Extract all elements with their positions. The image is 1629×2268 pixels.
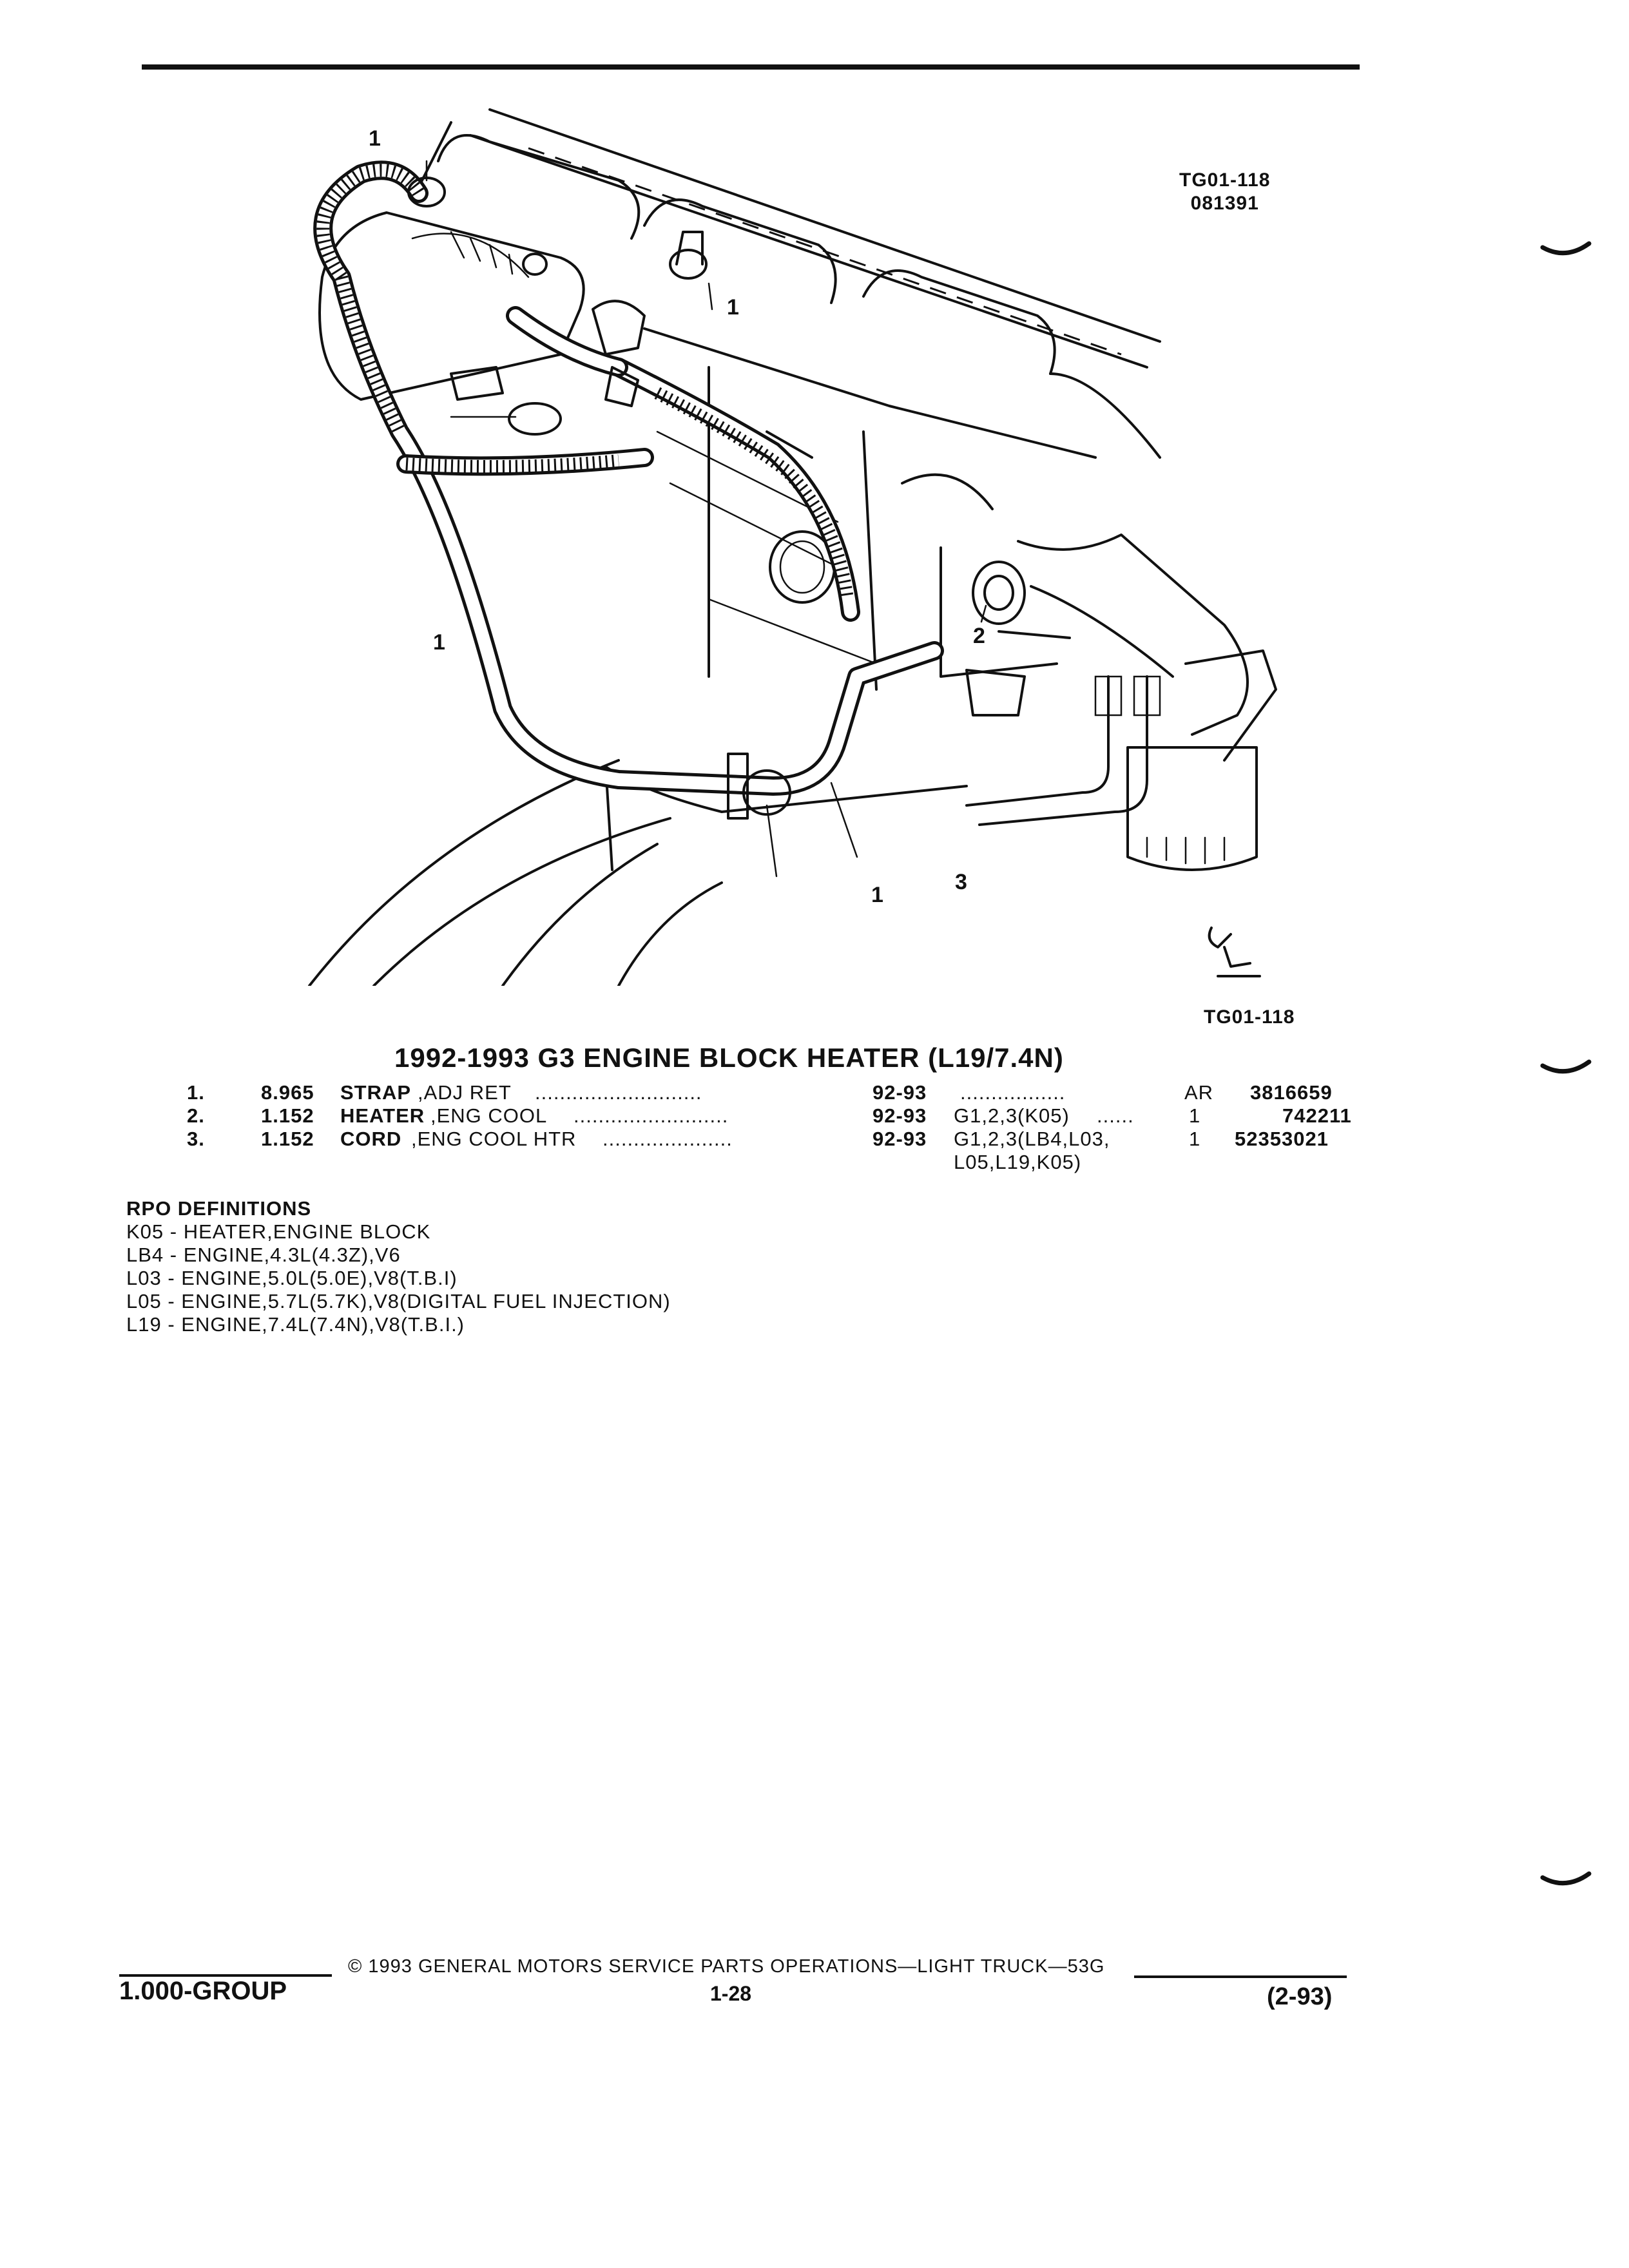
item-code: 1.152 bbox=[261, 1104, 314, 1127]
item-years: 92-93 bbox=[872, 1081, 927, 1104]
item-applic: G1,2,3(LB4,L03, bbox=[954, 1128, 1110, 1150]
item-number: 1. bbox=[187, 1081, 205, 1104]
item-number: 2. bbox=[187, 1104, 205, 1127]
leader-1-bottom bbox=[766, 804, 778, 878]
item-years: 92-93 bbox=[872, 1104, 927, 1127]
leader-dots: ..................... bbox=[602, 1128, 733, 1150]
item-applic: G1,2,3(K05) bbox=[954, 1104, 1070, 1127]
diagram-ref-top: TG01-118 081391 bbox=[1179, 169, 1270, 215]
margin-mark bbox=[1540, 1059, 1592, 1074]
item-qty: 1 bbox=[1189, 1128, 1201, 1150]
callout-3: 3 bbox=[955, 870, 967, 894]
item-applic-continued: L05,L19,K05) bbox=[954, 1151, 1082, 1173]
item-part-number: 52353021 bbox=[1235, 1128, 1329, 1150]
item-name: STRAP bbox=[340, 1081, 412, 1104]
item-desc: ,ENG COOL HTR bbox=[411, 1128, 577, 1150]
top-rule bbox=[142, 64, 1360, 70]
margin-mark bbox=[1540, 241, 1592, 256]
item-qty: 1 bbox=[1189, 1104, 1201, 1127]
callout-1-left: 1 bbox=[433, 630, 445, 655]
item-part-number: 742211 bbox=[1282, 1104, 1352, 1127]
item-code: 8.965 bbox=[261, 1081, 314, 1104]
logo-mark bbox=[1208, 927, 1261, 977]
item-number: 3. bbox=[187, 1128, 205, 1150]
leader-1-strap bbox=[708, 282, 713, 311]
item-part-number: 3816659 bbox=[1250, 1081, 1333, 1104]
oil-filter bbox=[1126, 746, 1258, 871]
rpo-definitions: RPO DEFINITIONS K05 - HEATER,ENGINE BLOC… bbox=[126, 1197, 671, 1336]
cord-plug bbox=[965, 669, 1026, 716]
exhaust-manifold bbox=[1017, 533, 1249, 736]
callout-2: 2 bbox=[973, 624, 985, 648]
footer-copyright: © 1993 GENERAL MOTORS SERVICE PARTS OPER… bbox=[348, 1956, 1105, 1977]
footer-rule-left bbox=[119, 1974, 332, 1977]
parts-row: 1. 8.965 STRAP ,ADJ RET ................… bbox=[0, 1081, 1629, 1104]
engine-side-line bbox=[643, 327, 1097, 459]
bracket bbox=[592, 300, 646, 356]
diagram-ref-bottom: TG01-118 bbox=[1204, 1006, 1295, 1028]
applic-dots: ...... bbox=[1097, 1104, 1134, 1127]
strap-lower bbox=[742, 769, 791, 816]
footer-date-code: (2-93) bbox=[1267, 1983, 1333, 2010]
strap-middle bbox=[508, 402, 562, 436]
rpo-line: LB4 - ENGINE,4.3L(4.3Z),V6 bbox=[126, 1244, 401, 1266]
rpo-line: L19 - ENGINE,7.4L(7.4N),V8(T.B.I.) bbox=[126, 1313, 465, 1336]
leader-2 bbox=[980, 604, 987, 623]
item-desc: ,ADJ RET bbox=[418, 1081, 512, 1104]
applic-dots: ................. bbox=[960, 1081, 1066, 1104]
footer-page-number: 1-28 bbox=[710, 1982, 752, 2005]
item-name: HEATER bbox=[340, 1104, 425, 1127]
intake-bump-2 bbox=[643, 198, 837, 304]
diagram-ref-top-line-1: TG01-118 bbox=[1179, 169, 1271, 191]
rpo-line: K05 - HEATER,ENGINE BLOCK bbox=[126, 1220, 431, 1243]
upper-cord-run bbox=[609, 358, 860, 622]
item-years: 92-93 bbox=[872, 1128, 927, 1150]
parts-row: 2. 1.152 HEATER ,ENG COOL ..............… bbox=[0, 1104, 1629, 1128]
strap-top bbox=[669, 249, 708, 280]
callout-1-bottom: 1 bbox=[871, 883, 883, 907]
item-code: 1.152 bbox=[261, 1128, 314, 1150]
item-desc: ,ENG COOL bbox=[430, 1104, 548, 1127]
callout-1-strap: 1 bbox=[727, 295, 739, 320]
item-qty: AR bbox=[1184, 1081, 1214, 1104]
margin-mark bbox=[1540, 1871, 1592, 1886]
parts-row: 3. 1.152 CORD ,ENG COOL HTR ............… bbox=[0, 1128, 1629, 1174]
leader-3 bbox=[830, 782, 858, 858]
engine-block-heater-illustration bbox=[308, 108, 1277, 986]
oil-lines bbox=[965, 675, 1110, 807]
leader-dots: ......................... bbox=[574, 1104, 729, 1127]
rpo-line: L05 - ENGINE,5.7L(5.7K),V8(DIGITAL FUEL … bbox=[126, 1290, 671, 1312]
rpo-line: L03 - ENGINE,5.0L(5.0E),V8(T.B.I) bbox=[126, 1267, 458, 1289]
footer-group: 1.000-GROUP bbox=[119, 1977, 287, 2005]
item-name: CORD bbox=[340, 1128, 402, 1150]
intake-bump-1 bbox=[437, 134, 641, 240]
callout-1-top: 1 bbox=[369, 126, 381, 151]
rpo-heading: RPO DEFINITIONS bbox=[126, 1197, 312, 1220]
footer-rule-right bbox=[1134, 1975, 1347, 1978]
heater-element bbox=[972, 561, 1026, 625]
leader-dots: ........................... bbox=[535, 1081, 702, 1104]
coolant-reservoir bbox=[318, 211, 585, 401]
diagram-ref-top-line-2: 081391 bbox=[1190, 193, 1259, 214]
page-title: 1992-1993 G3 ENGINE BLOCK HEATER (L19/7.… bbox=[394, 1043, 1064, 1073]
valve-cover-outline bbox=[488, 108, 1161, 343]
intake-bump-3 bbox=[862, 269, 1056, 375]
